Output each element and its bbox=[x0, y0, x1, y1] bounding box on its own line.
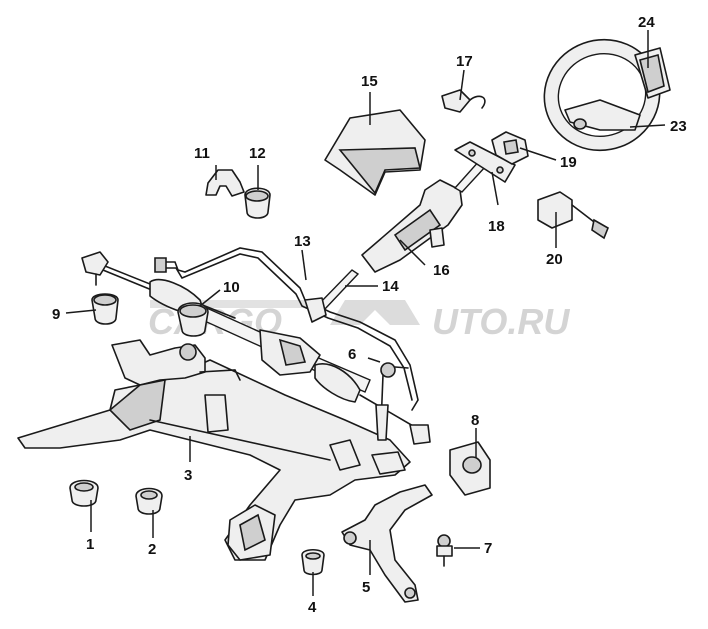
stabilizer-clamp bbox=[205, 169, 245, 197]
control-arm-bushing bbox=[449, 441, 491, 496]
stabilizer-bushing bbox=[244, 187, 271, 219]
callout-17: 17 bbox=[456, 53, 473, 70]
callout-24: 24 bbox=[638, 14, 655, 31]
callout-2: 2 bbox=[148, 541, 156, 558]
watermark-text-right: UTO.RU bbox=[432, 301, 570, 342]
front-subframe bbox=[17, 339, 411, 561]
switch-assembly bbox=[491, 131, 529, 165]
bushing-2 bbox=[135, 487, 163, 515]
callout-10: 10 bbox=[223, 279, 240, 296]
callout-labels: 1 2 3 4 5 6 7 8 9 10 11 12 13 14 15 16 1… bbox=[52, 14, 687, 616]
intermediate-shaft bbox=[304, 269, 360, 323]
callout-9: 9 bbox=[52, 306, 60, 323]
bushing-4 bbox=[301, 548, 325, 576]
ball-joint bbox=[436, 534, 453, 567]
steering-wheel bbox=[543, 38, 661, 152]
callout-19: 19 bbox=[560, 154, 577, 171]
callout-3: 3 bbox=[184, 467, 192, 484]
column-shroud bbox=[324, 109, 426, 196]
callout-20: 20 bbox=[546, 251, 563, 268]
column-bracket bbox=[454, 141, 516, 183]
lower-control-arm bbox=[341, 484, 433, 603]
callout-8: 8 bbox=[471, 412, 479, 429]
stabilizer-bar bbox=[154, 247, 419, 411]
bushing-1 bbox=[69, 479, 99, 507]
callout-5: 5 bbox=[362, 579, 370, 596]
steering-rack bbox=[81, 251, 431, 445]
lock-cylinder bbox=[441, 89, 486, 113]
stabilizer-link bbox=[375, 362, 409, 441]
callout-15: 15 bbox=[361, 73, 378, 90]
leader-lines bbox=[65, 30, 666, 596]
combination-switch bbox=[537, 191, 610, 240]
callout-18: 18 bbox=[488, 218, 505, 235]
callout-14: 14 bbox=[382, 278, 399, 295]
callout-7: 7 bbox=[484, 540, 492, 557]
rack-bushing-10 bbox=[177, 302, 209, 337]
callout-16: 16 bbox=[433, 262, 450, 279]
callout-12: 12 bbox=[249, 145, 266, 162]
steering-column bbox=[361, 158, 487, 273]
rack-bushing-9 bbox=[91, 293, 119, 325]
callout-11: 11 bbox=[194, 145, 210, 162]
callout-13: 13 bbox=[294, 233, 311, 250]
callout-4: 4 bbox=[308, 599, 317, 616]
horn-pad bbox=[634, 47, 671, 99]
callout-23: 23 bbox=[670, 118, 687, 135]
callout-6: 6 bbox=[348, 346, 356, 363]
callout-1: 1 bbox=[86, 536, 94, 553]
